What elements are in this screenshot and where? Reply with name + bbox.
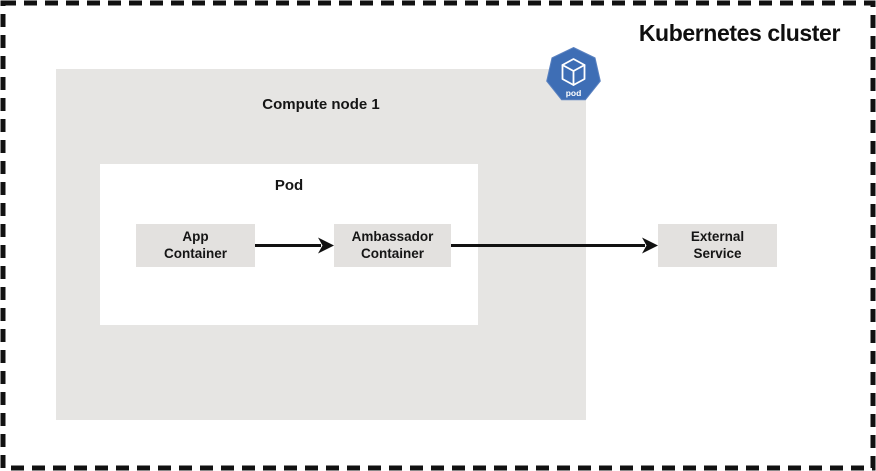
kubernetes-pod-icon: pod <box>546 46 601 101</box>
external-service-box: External Service <box>658 224 777 267</box>
ambassador-container-box: Ambassador Container <box>334 224 451 267</box>
cluster-title: Kubernetes cluster <box>638 20 841 46</box>
pod-icon-label: pod <box>566 88 582 98</box>
app-container-box: App Container <box>136 224 255 267</box>
compute-node-label: Compute node 1 <box>262 96 380 113</box>
pod-label: Pod <box>274 177 304 194</box>
